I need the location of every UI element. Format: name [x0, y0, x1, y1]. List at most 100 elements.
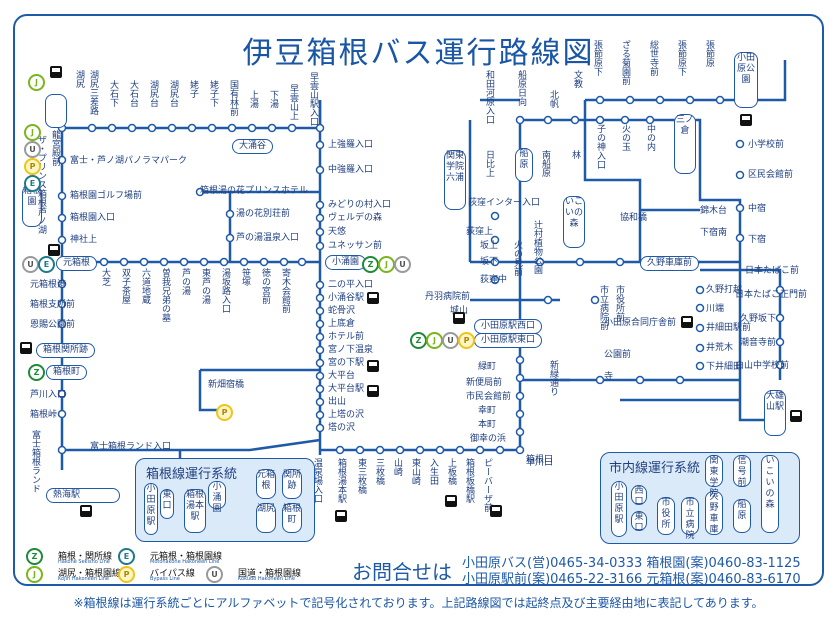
label-ashinoyu-5: 東芦の湯 — [200, 268, 210, 304]
terminal-kowakien[interactable]: 小涌園 — [325, 255, 367, 270]
label-odawara-1: 新便局前 — [466, 378, 503, 388]
label-soga-2: 小田原合同庁舎前 — [604, 318, 677, 328]
label-yunohana-1: 芦の湯温泉入口 — [236, 233, 300, 243]
label-hinomi: 火の見前 — [512, 240, 522, 276]
label-kowaki-3: 上底倉 — [328, 319, 356, 329]
label-daiyu-3: 井細田駅前 — [706, 323, 752, 333]
terminal-kojiri[interactable] — [45, 94, 67, 128]
route-badge-J: J — [24, 124, 41, 141]
bus-icon-sekisho — [20, 342, 32, 354]
panel-cell-2: 箱根湯本駅 — [184, 489, 206, 533]
label-hakone-3: 芦川入口 — [30, 390, 67, 400]
label-soga-4: 寺 — [604, 372, 614, 382]
route-badge-U-oda: U — [442, 332, 459, 349]
terminal-koen[interactable]: 小田原公園 — [734, 52, 758, 108]
route-badge-P-oda: P — [458, 332, 475, 349]
label-ogikubo: 荻窪インター入口 — [468, 198, 541, 208]
route-badge-P-bypass: P — [216, 404, 233, 421]
label-ashinoyu-3: 曽我兄弟の墓 — [160, 268, 170, 322]
label-tsutsumi-0: 丹羽病院前 — [425, 292, 471, 302]
footnote: ※箱根線は運行系統ごとにアルファベットで記号化されております。上記路線図では起終… — [73, 596, 764, 610]
label-ashinoyu-4: 芦の湯 — [180, 268, 190, 295]
label-top-4: 張節原 — [704, 40, 714, 67]
terminal-kanto-gakuin[interactable]: 関東学院六浦 — [444, 150, 466, 210]
label-hs-3: 東山崎 — [410, 458, 420, 485]
bus-icon-koen — [740, 114, 752, 126]
label-hakone-5: 富士箱根ランド入口 — [90, 442, 172, 452]
terminal-sekisho[interactable]: 箱根関所跡 — [36, 343, 96, 358]
label-prince: ザ・プリンス箱根芦ノ湖 — [36, 135, 46, 234]
terminal-kuon-shako[interactable]: 久野車庫前 — [640, 256, 700, 271]
label-ashinoko-3: 神社上 — [70, 235, 98, 245]
label-owaku-3: ヴェルデの森 — [328, 213, 383, 223]
legend-label-J: 湖尻・箱根園線 — [58, 569, 122, 579]
label-kowaki-0: 二の平入口 — [328, 280, 374, 290]
bus-icon-yumoto — [335, 510, 347, 522]
label-soga-3: 公園前 — [604, 350, 632, 360]
terminal-mikumari[interactable]: 三ノ倉 — [674, 114, 696, 174]
bus-icon-miyanoshita — [367, 360, 379, 372]
label-ashigara-1: 坂下 — [480, 257, 499, 267]
city-cell-7: 信号前 — [733, 455, 751, 488]
label-north-3: 火の玉 — [620, 124, 630, 151]
label-wada-1: 日比上 — [484, 150, 494, 177]
terminal-daiyuzan[interactable]: 大雄山駅 — [764, 390, 786, 436]
terminal-hakonemachi[interactable]: 箱根町 — [46, 365, 88, 380]
legend-sub-E: Motohakone Hakoneen Line — [150, 559, 220, 565]
hakone-route-panel: 箱根線運行系統 小田原駅 東口 箱根湯本駅 小涌園 元箱根 湖尻 関所跡 箱根町 — [135, 458, 315, 542]
terminal-owakudani[interactable]: 大涌谷 — [232, 139, 274, 154]
label-kojiri-end: 湖尻 — [74, 70, 84, 88]
label-north-4: 中の内 — [645, 124, 655, 151]
bus-icon-atami — [80, 505, 92, 517]
map-title: 伊豆箱根バス運行路線図 — [242, 36, 595, 71]
label-hs-6: 箱根板橋駅 — [464, 458, 474, 503]
label-top-1: ざる菊園前 — [620, 40, 630, 85]
label-daiyu-0: 久野打越 — [706, 285, 743, 295]
label-ashinoko-2: 箱根園入口 — [70, 213, 116, 223]
terminal-motohakone[interactable]: 元箱根 — [56, 256, 98, 271]
label-daiyu-4: 下井細田 — [706, 362, 743, 372]
city-route-panel: 市内線運行系統 小田原駅 西口 東口 市役所 市立病院 久野車庫 関東学院 信号… — [600, 452, 800, 544]
label-funa-2: 林 — [570, 150, 580, 159]
legend-sub-Z: Hakone Sekisho Line — [58, 559, 110, 565]
contact-heading: お問合せは — [352, 560, 452, 584]
terminal-odawara[interactable]: 小田原駅東口 — [474, 333, 543, 348]
label-hakone-2: 恩賜公園前 — [30, 320, 76, 330]
label-kuon-2: 下宿南 — [700, 228, 728, 238]
city-cell-5: 久野車庫 — [705, 491, 723, 535]
terminal-atami[interactable]: 熱海駅 — [46, 488, 120, 503]
route-badge-P: P — [24, 158, 41, 175]
label-kojiri-4: 湖尻台 — [148, 80, 158, 107]
label-hs-4: 入生田 — [428, 458, 438, 485]
label-owaku-2: みどりの村入口 — [328, 200, 392, 210]
label-owaku-4: 天悠 — [328, 227, 347, 237]
label-north-1: 文教 — [572, 70, 582, 88]
line-north-top — [585, 60, 787, 102]
label-ashinoko-1: 箱根園ゴルフ場前 — [70, 191, 143, 201]
route-badge-Z-machi: Z — [28, 364, 45, 381]
contact-line-2: 小田原駅前(案)0465-22-3166 元箱根(案)0460-83-6170 — [462, 572, 801, 587]
label-sounzan: 早雲山駅入口 — [308, 72, 318, 126]
label-kowaki-10: 塔の沢 — [328, 423, 356, 433]
label-daiyu-5: 日本たばこ前 — [745, 266, 800, 276]
label-kojiri-8: 国有林前 — [228, 80, 238, 116]
hakone-route-panel-title: 箱根線運行系統 — [146, 467, 238, 482]
panel-cell-1: 東口 — [160, 489, 174, 519]
panel-cell-0: 小田原駅 — [144, 483, 158, 535]
terminal-odawara-west[interactable]: 小田原駅西口 — [474, 319, 543, 334]
label-odawara-4: 本町 — [478, 420, 497, 430]
label-yumoto-kaido-0: 温泉場入口 — [312, 458, 322, 503]
terminal-funara[interactable]: 船原 — [515, 148, 533, 182]
label-yumoto-kaido-1: 箱根湯本駅 — [336, 458, 346, 503]
label-owaku-0: 上強羅入口 — [328, 140, 374, 150]
legend-badge-Z: Z — [26, 548, 43, 565]
label-kojiri-3: 大石台 — [128, 80, 138, 107]
terminal-ikoi[interactable]: いこいの森 — [563, 196, 585, 248]
label-kuon-4: 中宿 — [748, 204, 767, 214]
legend-badge-E: E — [118, 548, 135, 565]
label-top-3: 張節原下 — [676, 40, 686, 76]
route-badge-E-moto: E — [38, 256, 55, 273]
city-cell-1: 西口 — [631, 485, 647, 507]
bus-icon-hayakawa — [490, 505, 502, 517]
